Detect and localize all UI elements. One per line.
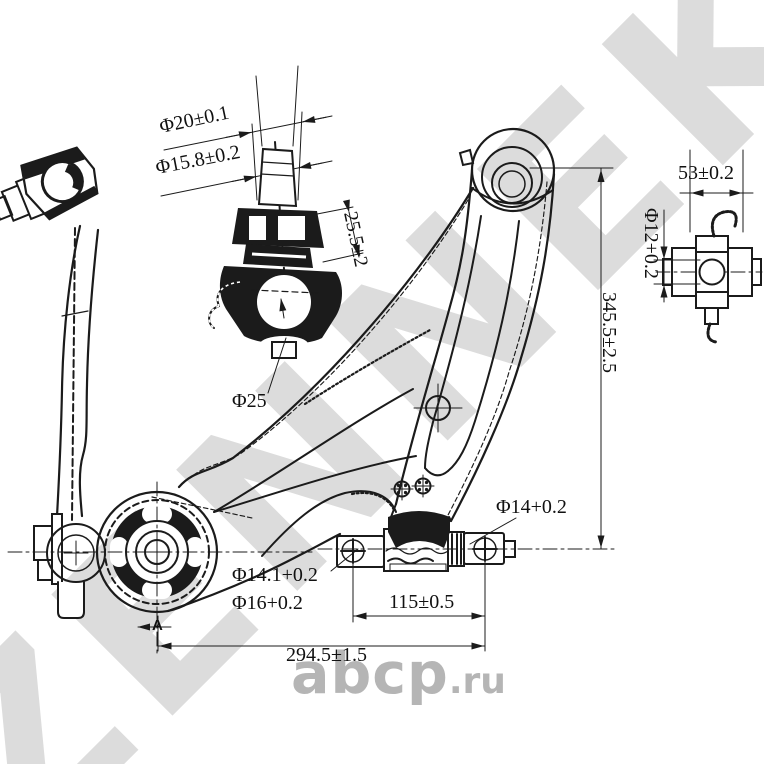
side-view-ball-joint [0,146,99,223]
ball-joint-detail [160,65,364,394]
dim-phi25: Φ25 [232,390,267,412]
site-logo: abcp.ru [291,641,506,707]
datum-label-a: A [152,617,163,634]
rear-bushing-assembly [336,503,516,572]
main-view-arm [7,127,617,654]
side-view-arm [0,146,106,619]
dimension-labels: Φ20±0.1 Φ15.8±0.2 25.5±2 Φ25 53±0.2 Φ12+… [152,102,734,666]
crosshair-marker [413,383,463,433]
dim-phi14: Φ14+0.2 [496,496,567,518]
dimension-lines [137,167,614,652]
dim-phi20: Φ20±0.1 [157,102,231,138]
small-hole-marker [411,474,435,498]
dim-phi14-1: Φ14.1+0.2 [232,564,318,586]
site-logo-text: abcp [291,641,449,707]
dim-phi15-8: Φ15.8±0.2 [154,141,242,179]
bushing-detail [653,149,763,344]
dim-345-5: 345.5±2.5 [598,292,620,373]
side-view-bushing [33,513,106,619]
small-hole-marker [390,477,414,501]
site-logo-suffix: .ru [448,661,506,702]
dim-294-5: 294.5±1.5 [286,644,367,666]
dim-phi12: Φ12+0.2 [640,208,662,279]
dim-53: 53±0.2 [678,162,734,184]
dim-115: 115±0.5 [389,591,454,613]
dim-phi16: Φ16+0.2 [232,592,303,614]
dim-25-5: 25.5±2 [339,209,372,268]
